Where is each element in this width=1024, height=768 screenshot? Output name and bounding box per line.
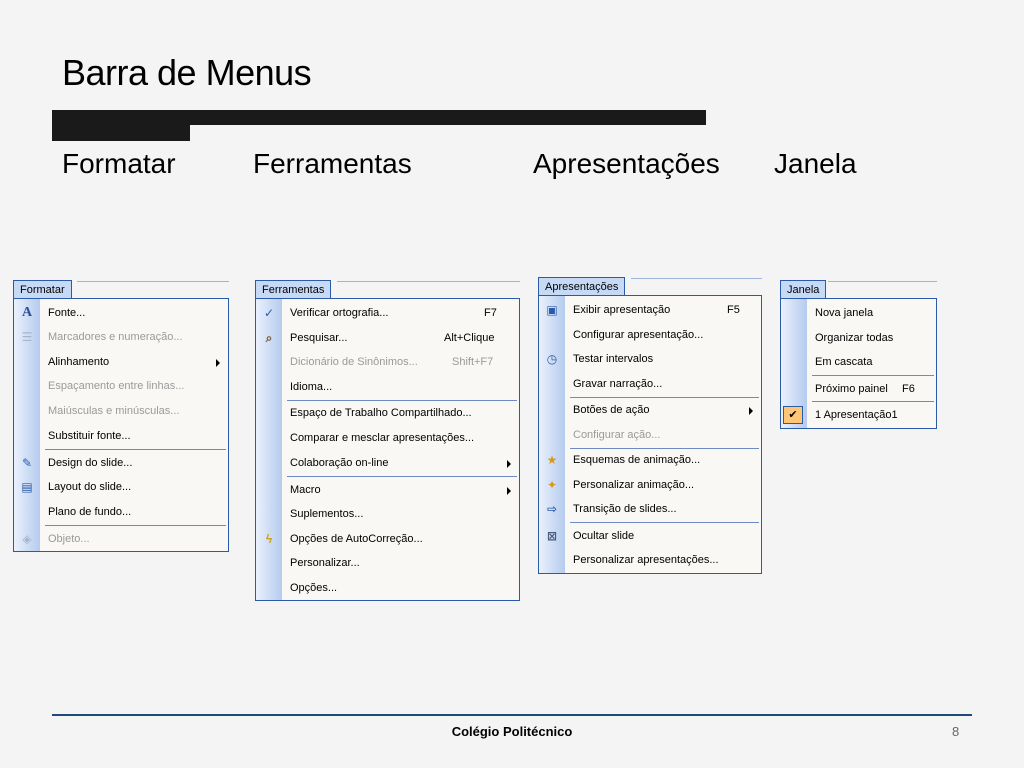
research-icon: ⌕ (265, 331, 273, 345)
menu-item-organizar-todas[interactable]: Organizar todas (815, 332, 894, 344)
menu-item-esquemas-animacao[interactable]: ★ Esquemas de animação... (539, 448, 761, 472)
menu-item-personalizar-apresentacoes[interactable]: Personalizar apresentações... (573, 554, 719, 566)
title-underline-bar (52, 110, 706, 125)
menu-item-testar-intervalos[interactable]: ◷ Testar intervalos (539, 347, 761, 371)
menu-item-dicionario-sinonimos[interactable]: Dicionário de Sinônimos... Shift+F7 (256, 350, 519, 374)
menu-item-objeto[interactable]: ◈ Objeto... (14, 527, 228, 551)
bullets-icon: ☰ (21, 330, 33, 344)
heading-ferramentas: Ferramentas (253, 148, 412, 179)
menu-item-maiusculas[interactable]: Maiúsculas e minúsculas... (48, 405, 180, 417)
menu-item-fonte[interactable]: A Fonte... (14, 301, 228, 325)
menu-item-macro[interactable]: Macro (256, 478, 519, 502)
slideshow-icon: ▣ (546, 303, 558, 317)
menu-item-espacamento[interactable]: Espaçamento entre linhas... (48, 380, 185, 392)
menu-item-substituir-fonte[interactable]: Substituir fonte... (48, 430, 131, 442)
menu-item-botoes-acao[interactable]: Botões de ação (539, 398, 761, 422)
shortcut-label: Alt+Clique (444, 332, 495, 344)
shortcut-label: Shift+F7 (452, 356, 494, 368)
menu-tab-formatar[interactable]: Formatar (13, 280, 72, 299)
menu-item-configurar-apresentacao[interactable]: Configurar apresentação... (573, 329, 704, 341)
menu-item-transicao-slides[interactable]: ⇨ Transição de slides... (539, 497, 761, 521)
menu-item-plano-fundo[interactable]: Plano de fundo... (48, 506, 132, 518)
menu-separator (812, 401, 934, 402)
animation-schemes-icon: ★ (546, 453, 558, 467)
menu-item-personalizar-animacao[interactable]: ✦ Personalizar animação... (539, 473, 761, 497)
menu-item-opcoes[interactable]: Opções... (290, 582, 338, 594)
spelling-icon: ✓ (263, 306, 275, 320)
menubar-line (337, 281, 520, 282)
custom-animation-icon: ✦ (546, 478, 558, 492)
footer-text: Colégio Politécnico (451, 724, 573, 739)
menu-separator (45, 449, 226, 450)
menu-separator (570, 448, 759, 449)
menu-tab-janela[interactable]: Janela (780, 280, 827, 299)
menu-separator (570, 522, 759, 523)
shortcut-label: F6 (902, 383, 915, 395)
menu-item-idioma[interactable]: Idioma... (290, 381, 333, 393)
menu-item-opcoes-autocorrecao[interactable]: ϟ Opções de AutoCorreção... (256, 527, 519, 551)
font-icon: A (21, 305, 33, 320)
menu-icon-gutter (539, 296, 565, 573)
menu-item-alinhamento[interactable]: Alinhamento (14, 350, 228, 374)
menu-item-apresentacao1[interactable]: ✔ 1 Apresentação1 (781, 403, 936, 427)
rehearse-timings-icon: ◷ (546, 352, 558, 366)
menu-item-design-slide[interactable]: ✎ Design do slide... (14, 451, 228, 475)
checkmark-icon: ✔ (783, 406, 803, 424)
page-number: 8 (952, 724, 960, 739)
menu-separator (45, 525, 226, 526)
apresentacoes-menu: ▣ Exibir apresentação F5 Configurar apre… (538, 295, 762, 574)
menu-separator (812, 375, 934, 376)
menu-item-comparar-mesclar[interactable]: Comparar e mesclar apresentações... (290, 432, 475, 444)
submenu-arrow-icon (507, 460, 511, 468)
menu-item-verificar-ortografia[interactable]: ✓ Verificar ortografia... F7 (256, 301, 519, 325)
menu-separator (287, 400, 517, 401)
menu-item-layout-slide[interactable]: ▤ Layout do slide... (14, 475, 228, 499)
hide-slide-icon: ⊠ (546, 529, 558, 543)
menu-icon-gutter (14, 299, 40, 551)
menubar-line (631, 278, 762, 279)
menu-item-colaboracao-online[interactable]: Colaboração on-line (256, 451, 519, 475)
menu-item-configurar-acao[interactable]: Configurar ação... (573, 429, 661, 441)
menu-item-proximo-painel[interactable]: Próximo painel F6 (781, 377, 936, 401)
menu-item-exibir-apresentacao[interactable]: ▣ Exibir apresentação F5 (539, 298, 761, 322)
title-accent-bar (52, 110, 190, 141)
submenu-arrow-icon (216, 359, 220, 367)
menu-separator (287, 476, 517, 477)
menu-item-ocultar-slide[interactable]: ⊠ Ocultar slide (539, 524, 761, 548)
slide-transition-icon: ⇨ (546, 502, 558, 516)
menu-item-marcadores[interactable]: ☰ Marcadores e numeração... (14, 325, 228, 349)
shortcut-label: F7 (484, 307, 497, 319)
ferramentas-menu: ✓ Verificar ortografia... F7 ⌕ Pesquisar… (255, 298, 520, 601)
footer-divider (52, 714, 972, 716)
menu-tab-ferramentas[interactable]: Ferramentas (255, 280, 332, 299)
formatar-menu: A Fonte... ☰ Marcadores e numeração... A… (13, 298, 229, 552)
menu-separator (570, 397, 759, 398)
menu-item-personalizar[interactable]: Personalizar... (290, 557, 360, 569)
submenu-arrow-icon (749, 407, 753, 415)
janela-menu: Nova janela Organizar todas Em cascata P… (780, 298, 937, 429)
submenu-arrow-icon (507, 487, 511, 495)
slide-design-icon: ✎ (21, 456, 33, 470)
slide-layout-icon: ▤ (21, 480, 33, 494)
menu-item-espaco-trabalho[interactable]: Espaço de Trabalho Compartilhado... (290, 407, 472, 419)
object-icon: ◈ (22, 532, 32, 546)
menubar-line (828, 281, 937, 282)
menu-item-nova-janela[interactable]: Nova janela (815, 307, 874, 319)
slide-title: Barra de Menus (62, 52, 312, 93)
heading-janela: Janela (774, 148, 857, 179)
menu-icon-gutter (256, 299, 282, 600)
menu-item-gravar-narracao[interactable]: Gravar narração... (573, 378, 663, 390)
shortcut-label: F5 (727, 304, 740, 316)
menu-item-pesquisar[interactable]: ⌕ Pesquisar... Alt+Clique (256, 326, 519, 350)
autocorrect-icon: ϟ (265, 532, 273, 546)
menu-tab-apresentacoes[interactable]: Apresentações (538, 277, 626, 296)
menu-item-suplementos[interactable]: Suplementos... (290, 508, 364, 520)
menubar-line (77, 281, 229, 282)
heading-apresentacoes: Apresentações (533, 148, 720, 179)
menu-item-em-cascata[interactable]: Em cascata (815, 356, 873, 368)
heading-formatar: Formatar (62, 148, 176, 179)
